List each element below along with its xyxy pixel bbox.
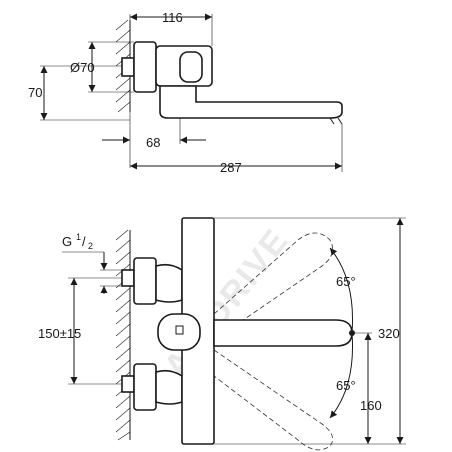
dim-diameter-label: Ø70: [70, 60, 95, 75]
dim-projection-min-label: 68: [146, 135, 160, 150]
thread-label: G: [62, 234, 72, 249]
spout-swing-ghosts: [213, 232, 334, 451]
dim-spout-height-label: 160: [360, 398, 382, 413]
wall-hatching-front: [115, 229, 131, 441]
front-view: G 1 / 2 150±15 320 160 65° 65°: [38, 217, 406, 451]
dim-projection-max-label: 287: [220, 160, 242, 175]
dim-height-label: 70: [28, 85, 42, 100]
dim-centers-label: 150±15: [38, 326, 81, 341]
thread-fraction-num: 1: [76, 232, 81, 242]
thread-fraction-den: 2: [88, 241, 93, 251]
thread-fraction-bar: /: [82, 234, 86, 249]
dim-width-label: 116: [162, 10, 183, 25]
angle-upper-label: 65°: [336, 274, 356, 289]
top-view: 116 Ø70 70 68 287: [28, 10, 343, 175]
angle-lower-label: 65°: [336, 378, 356, 393]
dim-total-height-label: 320: [378, 326, 400, 341]
